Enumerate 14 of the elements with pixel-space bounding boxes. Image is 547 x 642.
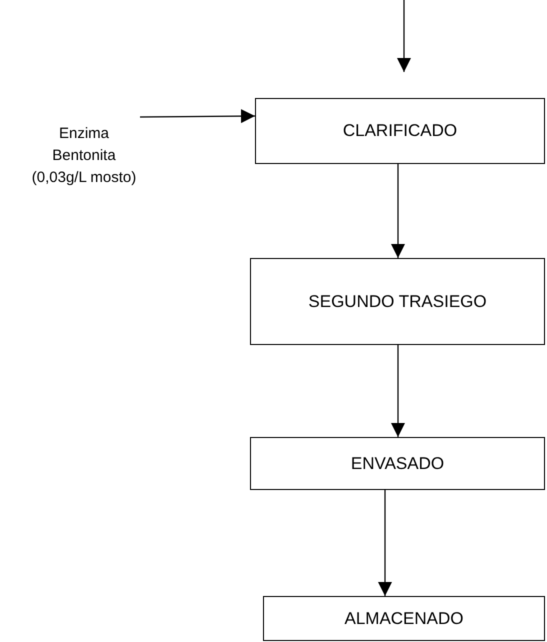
arrow — [140, 109, 255, 124]
process-box — [255, 98, 545, 164]
process-box — [250, 258, 545, 345]
process-box — [250, 437, 545, 490]
step-label: ALMACENADO — [344, 608, 464, 630]
arrow — [397, 0, 411, 72]
annotation-text: Enzima Bentonita (0,03g/L mosto) — [28, 108, 140, 204]
arrow — [378, 490, 392, 596]
step-label: CLARIFICADO — [342, 120, 458, 142]
step-label: ENVASADO — [350, 452, 444, 474]
arrow — [391, 164, 405, 258]
process-box — [263, 596, 545, 641]
step-label: SEGUNDO TRASIEGO — [308, 290, 487, 312]
arrow — [391, 345, 405, 437]
